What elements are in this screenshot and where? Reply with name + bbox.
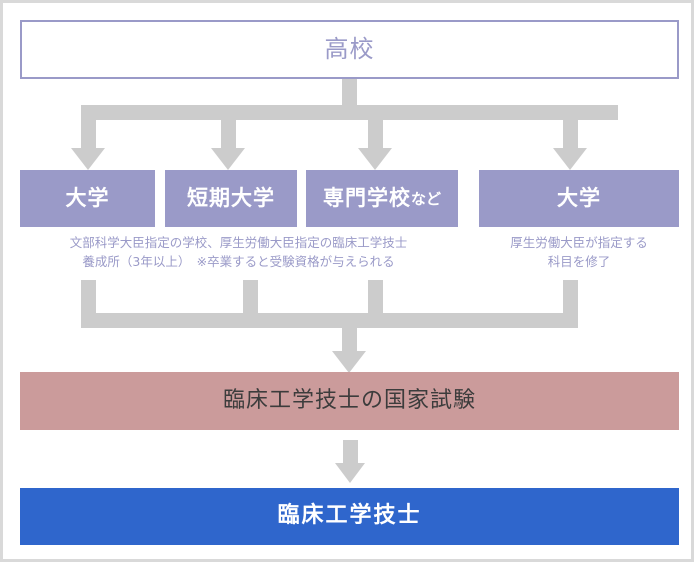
node-school-label-1: 大学 (65, 185, 110, 210)
arrowhead-down-4 (553, 148, 587, 170)
node-school-label-3-suffix: など (410, 189, 441, 208)
connector-drop-4 (563, 105, 578, 148)
node-national-exam: 臨床工学技士の国家試験 (20, 372, 679, 430)
node-clinical-engineer: 臨床工学技士 (20, 488, 679, 545)
node-school-label-4: 大学 (557, 185, 601, 210)
connector-drop-3 (368, 105, 383, 148)
caption-left: 文部科学大臣指定の学校、厚生労働大臣指定の臨床工学技士 養成所（3年以上） ※卒… (69, 235, 408, 270)
connector-merge-stem-4 (563, 280, 578, 313)
node-school-label-3: 専門学校 (322, 185, 411, 210)
arrowhead-down-3 (358, 148, 392, 170)
connector-horizontal-merge-bar (81, 313, 578, 328)
connector-merge-stem-3 (368, 280, 383, 313)
connector-stem-to-result (343, 440, 358, 465)
node-school-label-2: 短期大学 (187, 185, 275, 210)
arrowhead-down-1 (71, 148, 105, 170)
caption-right: 厚生労働大臣が指定する 科目を修了 (510, 235, 648, 270)
connector-merge-stem-2 (243, 280, 258, 313)
connector-stem-from-high-school (342, 79, 357, 105)
node-school-university-2: 大学 (479, 170, 679, 227)
node-clinical-engineer-label: 臨床工学技士 (277, 503, 422, 529)
connector-stem-to-exam (342, 328, 357, 353)
connector-merge-stem-1 (81, 280, 96, 313)
arrowhead-down-to-exam (332, 351, 366, 373)
connector-drop-1 (81, 105, 96, 148)
node-school-university-1: 大学 (20, 170, 155, 227)
node-high-school-label: 高校 (324, 35, 375, 64)
node-school-junior-college: 短期大学 (165, 170, 297, 227)
node-high-school: 高校 (20, 20, 679, 79)
connector-horizontal-branch-bar (81, 105, 618, 120)
node-school-vocational: 専門学校など (306, 170, 458, 227)
arrowhead-down-2 (211, 148, 245, 170)
arrowhead-down-to-result (335, 463, 365, 483)
node-national-exam-label: 臨床工学技士の国家試験 (222, 387, 476, 413)
connector-drop-2 (221, 105, 236, 148)
